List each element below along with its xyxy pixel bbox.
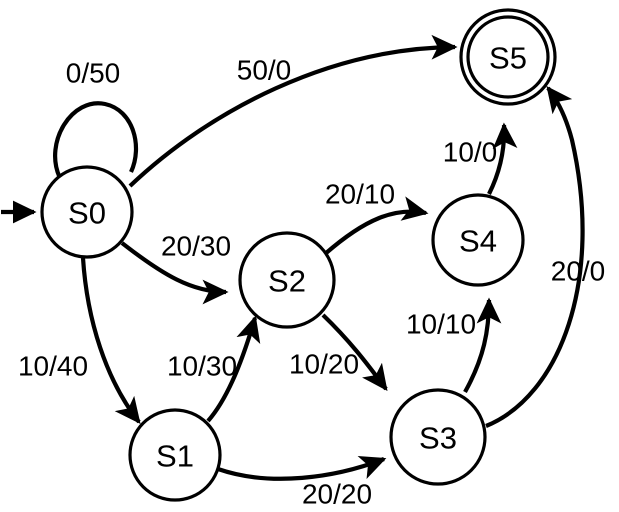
edge-label-s1-s2: 10/30 — [167, 351, 237, 382]
state-circle-s3 — [389, 388, 487, 486]
edge-label-s3-s4: 10/10 — [406, 309, 476, 340]
edge-s0-s2[interactable] — [120, 241, 229, 305]
state-circle-s0 — [40, 165, 134, 259]
edge-label-s4-s5: 10/0 — [443, 137, 498, 168]
state-circle-s1 — [128, 408, 222, 502]
edge-s2-s3[interactable] — [321, 313, 388, 392]
state-node-s2[interactable]: S2 — [238, 231, 336, 329]
edge-label-s1-s3: 20/20 — [302, 479, 372, 510]
edge-label-s0-s0: 0/50 — [66, 58, 121, 89]
state-node-s3[interactable]: S3 — [389, 388, 487, 486]
state-node-s4[interactable]: S4 — [431, 193, 525, 287]
edge-s1-s3[interactable] — [217, 455, 387, 481]
edge-label-s0-s1: 10/40 — [18, 351, 88, 382]
state-node-s0[interactable]: S0 — [40, 165, 134, 259]
edge-label-s0-s5: 50/0 — [237, 55, 292, 86]
state-label-s1: S1 — [156, 439, 194, 474]
edge-label-s2-s4: 20/10 — [325, 179, 395, 210]
edge-s3-s4[interactable] — [463, 297, 502, 394]
state-node-s5[interactable]: S5 — [459, 8, 557, 106]
edge-s0-s5[interactable] — [128, 34, 458, 188]
state-label-s0: S0 — [68, 196, 106, 231]
state-label-s4: S4 — [459, 224, 497, 259]
edge-label-s0-s2: 20/30 — [161, 231, 231, 262]
edge-s4-s5[interactable] — [487, 122, 518, 195]
state-label-s3: S3 — [419, 421, 457, 456]
state-node-s1[interactable]: S1 — [128, 408, 222, 502]
state-circle-s5-outer — [459, 8, 557, 106]
edge-s0-s0[interactable] — [53, 101, 139, 204]
state-circle-s5-inner — [466, 15, 550, 99]
edge-s2-s4[interactable] — [323, 196, 429, 256]
state-circle-s2 — [238, 231, 336, 329]
edge-label-s3-s5: 20/0 — [551, 256, 606, 287]
edge-s3-s5[interactable] — [485, 86, 585, 428]
state-label-s2: S2 — [268, 264, 306, 299]
edge-s0-s1[interactable] — [80, 257, 141, 424]
edge-s1-s2[interactable] — [206, 315, 261, 423]
state-circle-s4 — [431, 193, 525, 287]
edge-label-s2-s3: 10/20 — [289, 349, 359, 380]
state-label-s5: S5 — [489, 41, 527, 76]
